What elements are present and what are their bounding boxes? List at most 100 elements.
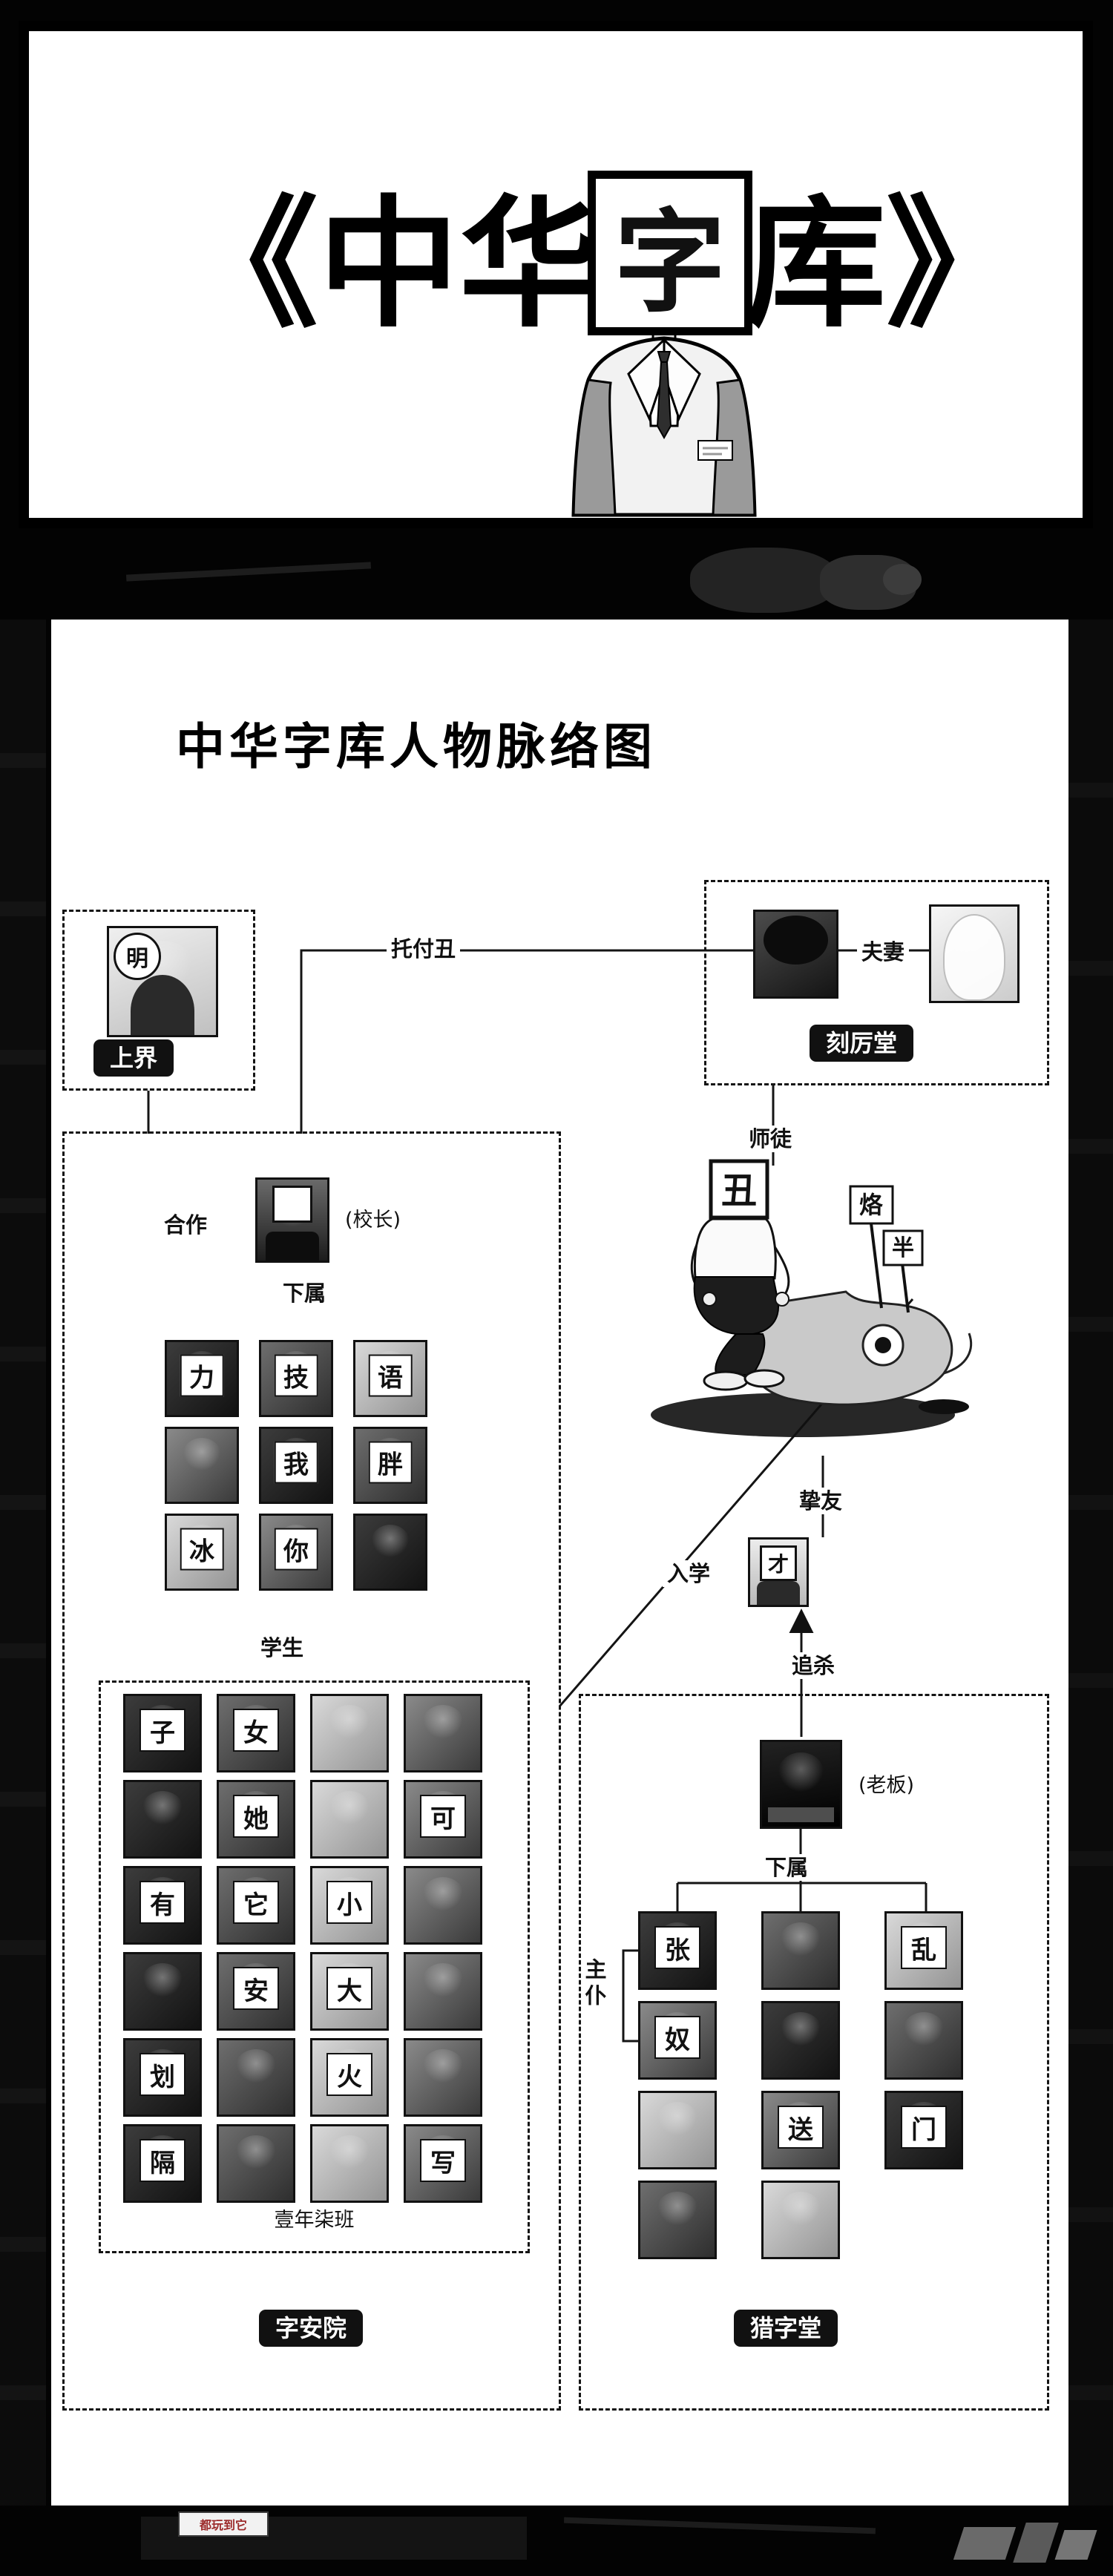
student-glyph: 它 bbox=[233, 1881, 279, 1924]
student-glyph: 子 bbox=[139, 1709, 186, 1752]
teacher-portrait: 我 bbox=[259, 1427, 333, 1504]
tag-liezitang: 猎字堂 bbox=[734, 2310, 838, 2347]
tag-shangjie: 上界 bbox=[93, 1039, 174, 1077]
teacher-portrait: 胖 bbox=[353, 1427, 427, 1504]
sign-bottom-glyph: 半 bbox=[892, 1235, 914, 1261]
student-glyph: 小 bbox=[326, 1881, 372, 1924]
student-glyph: 大 bbox=[326, 1967, 372, 2010]
student-glyph: 隔 bbox=[139, 2139, 186, 2182]
group-box-shangjie bbox=[62, 910, 255, 1091]
relation-enroll: 入学 bbox=[663, 1560, 715, 1587]
principal-caption: (校长) bbox=[345, 1209, 401, 1232]
student-glyph: 她 bbox=[233, 1795, 279, 1838]
kelitang-wife-portrait bbox=[753, 910, 838, 999]
student-portrait: 女 bbox=[217, 1694, 295, 1772]
tag-kelitang: 刻厉堂 bbox=[810, 1025, 914, 1062]
class-name-label: 壹年柒班 bbox=[274, 2209, 355, 2232]
hunter-portrait bbox=[761, 2181, 840, 2259]
teacher-portrait: 技 bbox=[259, 1340, 333, 1417]
sign-top-glyph: 烙 bbox=[859, 1191, 883, 1219]
tag-zianyuan: 字安院 bbox=[259, 2310, 364, 2347]
relation-subordinate-left: 下属 bbox=[278, 1280, 331, 1307]
teacher-glyph: 胖 bbox=[368, 1441, 413, 1484]
hunter-portrait: 奴 bbox=[638, 2001, 717, 2080]
suit-figure-illustration bbox=[571, 328, 757, 517]
kelitang-husband-portrait bbox=[929, 904, 1020, 1003]
background-art-right-strip bbox=[1067, 620, 1113, 2506]
hunter-portrait bbox=[638, 2091, 717, 2169]
group-box-liezitang bbox=[579, 1694, 1049, 2411]
diagram-title: 中华字库人物脉络图 bbox=[176, 718, 657, 775]
student-grid: 子 女 她 可 有 它 小 安 大 划 火 隔 写 bbox=[123, 1694, 482, 2203]
hunter-portrait bbox=[884, 2001, 963, 2080]
background-art-face bbox=[883, 564, 922, 595]
student-glyph: 可 bbox=[420, 1795, 466, 1838]
friend-boxhead: 才 bbox=[760, 1545, 797, 1581]
background-art-streak bbox=[125, 562, 372, 582]
boxed-character-head: 字 bbox=[588, 171, 752, 335]
student-portrait bbox=[310, 1780, 389, 1859]
student-portrait bbox=[404, 1952, 482, 2031]
hunter-portrait bbox=[638, 2181, 717, 2259]
watermark-shape bbox=[1054, 2530, 1097, 2560]
student-glyph: 安 bbox=[233, 1967, 279, 2010]
chou-head-glyph: 丑 bbox=[721, 1170, 757, 1212]
student-portrait bbox=[123, 1952, 202, 2031]
teacher-portrait: 语 bbox=[353, 1340, 427, 1417]
hunter-portrait: 乱 bbox=[884, 1911, 963, 1990]
relation-mentor: 师徒 bbox=[744, 1126, 797, 1152]
deity-silhouette bbox=[130, 975, 195, 1035]
relation-master-servant: 主仆 bbox=[581, 1955, 608, 2013]
deity-portrait: 明 bbox=[107, 926, 218, 1037]
hunter-portrait: 张 bbox=[638, 1911, 717, 1990]
boss-caption: (老板) bbox=[858, 1774, 915, 1797]
student-portrait bbox=[404, 1866, 482, 1945]
group-box-class bbox=[99, 1680, 530, 2253]
student-portrait bbox=[404, 1694, 482, 1772]
student-portrait bbox=[123, 1780, 202, 1859]
teacher-glyph: 我 bbox=[274, 1441, 318, 1484]
relationship-diagram-panel: 烙 半 丑 中华字库人物脉络图 明 bbox=[51, 620, 1068, 2506]
student-glyph: 划 bbox=[139, 2053, 186, 2096]
deity-speech-bubble: 明 bbox=[114, 933, 161, 980]
principal-boxhead bbox=[272, 1186, 312, 1223]
background-art-left-strip bbox=[0, 620, 46, 2506]
student-portrait: 隔 bbox=[123, 2124, 202, 2203]
boss-desk bbox=[768, 1807, 834, 1822]
teacher-portrait bbox=[165, 1427, 239, 1504]
teacher-glyph: 技 bbox=[274, 1354, 318, 1397]
student-glyph: 女 bbox=[233, 1709, 279, 1752]
relation-entrust: 托付丑 bbox=[387, 936, 461, 962]
student-portrait: 小 bbox=[310, 1866, 389, 1945]
student-portrait: 可 bbox=[404, 1780, 482, 1859]
banner-title-left: 《中华 bbox=[177, 183, 600, 346]
wife-hair bbox=[763, 915, 829, 965]
student-portrait: 大 bbox=[310, 1952, 389, 2031]
hunter-glyph: 门 bbox=[901, 2106, 947, 2149]
teacher-grid: 力 技 语 我 胖 冰 你 bbox=[165, 1340, 427, 1591]
student-portrait: 有 bbox=[123, 1866, 202, 1945]
background-art-blob bbox=[690, 548, 838, 613]
husband-veil bbox=[943, 914, 1005, 1001]
relation-cooperate: 合作 bbox=[160, 1212, 212, 1238]
principal-suit bbox=[266, 1231, 319, 1261]
student-portrait bbox=[217, 2124, 295, 2203]
student-portrait: 子 bbox=[123, 1694, 202, 1772]
friend-body bbox=[757, 1581, 800, 1605]
student-portrait: 它 bbox=[217, 1866, 295, 1945]
hunter-glyph: 张 bbox=[654, 1926, 700, 1969]
title-banner: 《中华 字 库》 bbox=[19, 21, 1093, 528]
student-glyph: 有 bbox=[139, 1881, 186, 1924]
student-glyph: 火 bbox=[326, 2053, 372, 2096]
chou-character-illustration: 烙 半 丑 bbox=[651, 1159, 973, 1437]
hunter-portrait: 送 bbox=[761, 2091, 840, 2169]
hunter-portrait: 门 bbox=[884, 2091, 963, 2169]
watermark-logo bbox=[953, 2520, 1097, 2567]
teacher-glyph: 冰 bbox=[180, 1528, 224, 1571]
watermark-shape bbox=[1013, 2523, 1059, 2563]
teacher-glyph: 语 bbox=[368, 1354, 413, 1397]
student-portrait bbox=[404, 2038, 482, 2117]
relation-couple: 夫妻 bbox=[857, 939, 910, 965]
teacher-portrait: 你 bbox=[259, 1514, 333, 1591]
